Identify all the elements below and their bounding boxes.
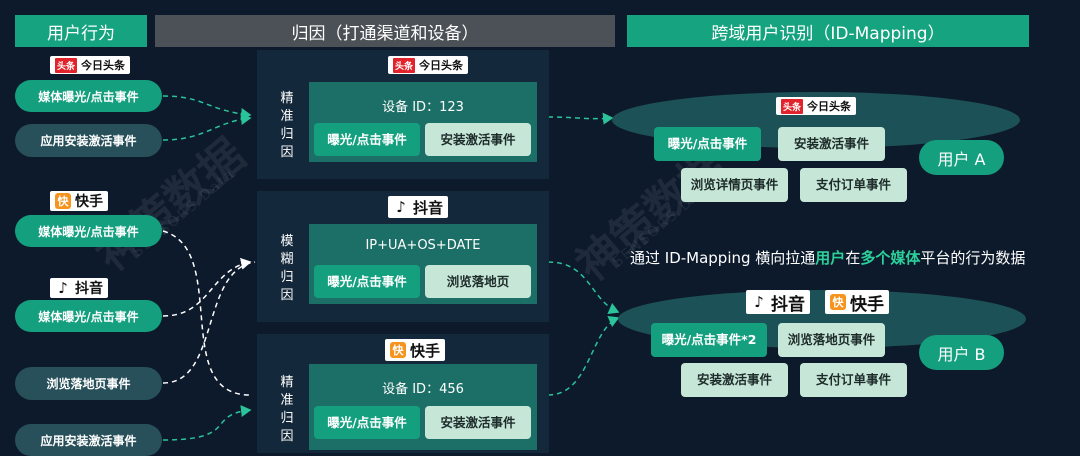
kuaishou-badge-icon: 快 <box>830 294 846 310</box>
user-a-event-install-activation: 安装激活事件 <box>778 127 885 161</box>
attribution-match-box: 设备 ID：456 曝光/点击事件 安装激活事件 <box>309 364 537 450</box>
toutiao-wordmark: 今日头条 <box>807 100 852 113</box>
toutiao-wordmark: 今日头条 <box>81 59 126 72</box>
link-landing-page <box>162 261 256 384</box>
attribution-type-label: 精准归因 <box>280 91 294 160</box>
user-a-event-exposure-click: 曝光/点击事件 <box>654 127 761 161</box>
toutiao-wordmark: 今日头条 <box>419 59 464 72</box>
douyin-wordmark: 抖音 <box>75 281 103 297</box>
link-douyin-exposure <box>162 257 252 317</box>
user-a-event-payment: 支付订单事件 <box>800 168 907 202</box>
attribution-panel-fuzzy: ♪ 抖音 模糊归因 IP+UA+OS+DATE 曝光/点击事件 浏览落地页 <box>257 191 549 322</box>
event-app-install-activation: 应用安装激活事件 <box>15 424 162 456</box>
attribution-match-box: 设备 ID：123 曝光/点击事件 安装激活事件 <box>309 82 537 162</box>
douyin-logo: ♪ 抖音 <box>746 290 810 315</box>
douyin-wordmark: 抖音 <box>771 294 805 315</box>
header-user-behavior: 用户行为 <box>15 15 147 47</box>
kuaishou-wordmark: 快手 <box>850 294 884 315</box>
header-id-mapping: 跨域用户识别（ID-Mapping） <box>627 15 1029 47</box>
link-install-activation <box>162 405 252 441</box>
douyin-note-icon: ♪ <box>58 279 68 297</box>
event-media-exposure-click: 媒体曝光/点击事件 <box>15 215 162 247</box>
header-attribution: 归因（打通渠道和设备） <box>155 15 615 47</box>
event-install-activation: 安装激活事件 <box>425 406 531 439</box>
event-landing-page: 浏览落地页 <box>425 265 531 298</box>
event-media-exposure-click: 媒体曝光/点击事件 <box>15 300 162 332</box>
link-toutiao-exposure <box>162 95 252 120</box>
link-panel2-user-b <box>547 261 620 314</box>
user-b-event-exposure-click: 曝光/点击事件*2 <box>651 323 767 357</box>
kuaishou-logo: 快 快手 <box>385 339 446 361</box>
kuaishou-logo: 快 快手 <box>50 191 108 211</box>
attribution-panel-precise: 快 快手 精准归因 设备 ID：456 曝光/点击事件 安装激活事件 <box>257 334 549 453</box>
match-key: 设备 ID：456 <box>382 382 464 397</box>
event-exposure-click: 曝光/点击事件 <box>314 265 420 298</box>
kuaishou-logo: 快 快手 <box>825 290 889 315</box>
kuaishou-badge-icon: 快 <box>390 342 406 358</box>
event-app-install-activation: 应用安装激活事件 <box>15 124 162 157</box>
link-kuaishou-exposure <box>162 230 251 396</box>
toutiao-logo: 头条 今日头条 <box>776 97 857 115</box>
link-panel1-user-a <box>547 112 614 125</box>
event-exposure-click: 曝光/点击事件 <box>314 406 420 439</box>
attribution-match-box: IP+UA+OS+DATE 曝光/点击事件 浏览落地页 <box>309 224 537 304</box>
kuaishou-wordmark: 快手 <box>75 194 103 210</box>
douyin-logo: ♪ 抖音 <box>50 278 108 298</box>
douyin-note-icon: ♪ <box>396 198 406 216</box>
event-landing-page-view: 浏览落地页事件 <box>15 367 162 400</box>
toutiao-badge-icon: 头条 <box>393 57 416 73</box>
douyin-logo: ♪ 抖音 <box>388 196 449 218</box>
event-media-exposure-click: 媒体曝光/点击事件 <box>15 80 162 112</box>
user-b-label: 用户 B <box>919 335 1004 370</box>
match-key: 设备 ID：123 <box>382 100 464 115</box>
user-b-event-install-activation: 安装激活事件 <box>681 363 788 397</box>
douyin-wordmark: 抖音 <box>413 198 444 217</box>
id-mapping-caption: 通过 ID-Mapping 横向拉通用户在多个媒体平台的行为数据 <box>630 249 1026 267</box>
toutiao-logo: 头条 今日头条 <box>388 56 469 74</box>
event-install-activation: 安装激活事件 <box>425 123 531 156</box>
event-exposure-click: 曝光/点击事件 <box>314 123 420 156</box>
attribution-type-label: 精准归因 <box>280 375 294 444</box>
user-a-label: 用户 A <box>919 140 1004 175</box>
toutiao-badge-icon: 头条 <box>55 57 78 73</box>
attribution-panel-precise: 头条 今日头条 精准归因 设备 ID：123 曝光/点击事件 安装激活事件 <box>257 50 549 179</box>
kuaishou-wordmark: 快手 <box>410 341 441 360</box>
match-key: IP+UA+OS+DATE <box>365 238 481 253</box>
user-b-event-landing-page: 浏览落地页事件 <box>778 323 885 357</box>
toutiao-logo: 头条 今日头条 <box>50 56 131 74</box>
kuaishou-badge-icon: 快 <box>55 193 71 209</box>
toutiao-badge-icon: 头条 <box>781 98 804 114</box>
user-b-event-payment: 支付订单事件 <box>800 363 907 397</box>
link-toutiao-install <box>162 113 252 141</box>
attribution-type-label: 模糊归因 <box>280 234 294 303</box>
link-panel3-user-b <box>547 316 620 396</box>
user-a-event-detail-view: 浏览详情页事件 <box>681 168 788 202</box>
douyin-note-icon: ♪ <box>754 293 764 311</box>
